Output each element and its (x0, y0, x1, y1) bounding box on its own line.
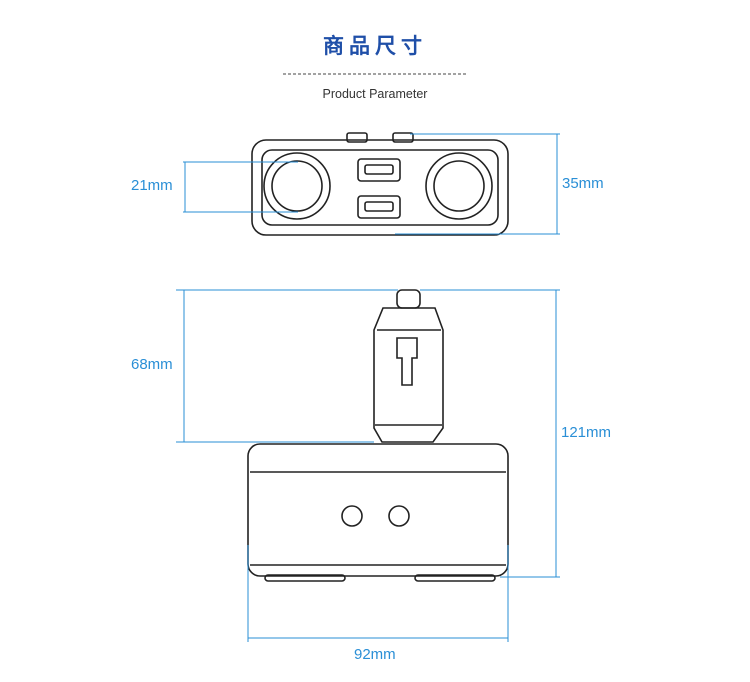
foot-left (264, 574, 346, 582)
page-title: 商品尺寸 (323, 33, 427, 58)
front-button-right (388, 505, 410, 527)
front-body (247, 443, 509, 577)
top-button-right (392, 132, 414, 143)
dimension-label-total-height: 121mm (561, 424, 612, 441)
right-socket-inner (433, 160, 485, 212)
right-socket-outer (425, 152, 493, 220)
top-view (251, 132, 509, 236)
dimension-label-width: 92mm (354, 646, 396, 663)
page-subtitle: Product Parameter (322, 87, 428, 101)
plug-body (373, 307, 444, 443)
usb-port-bottom (357, 195, 401, 219)
left-socket-outer (263, 152, 331, 220)
dimension-label-top-height: 35mm (562, 175, 604, 192)
usb-port-top-slot (364, 164, 394, 175)
top-body-inner (261, 149, 499, 226)
top-body-outer (251, 139, 509, 236)
top-button-left (346, 132, 368, 143)
plug-tip (396, 289, 421, 309)
foot-right (414, 574, 496, 582)
usb-port-bottom-slot (364, 201, 394, 212)
plug-contact (396, 337, 418, 386)
usb-port-top (357, 158, 401, 182)
front-button-left (341, 505, 363, 527)
dimension-label-socket-diameter: 21mm (131, 177, 173, 194)
front-view (247, 289, 509, 582)
left-socket-inner (271, 160, 323, 212)
dimension-label-plug-length: 68mm (131, 356, 173, 373)
dimension-lines (176, 133, 560, 642)
